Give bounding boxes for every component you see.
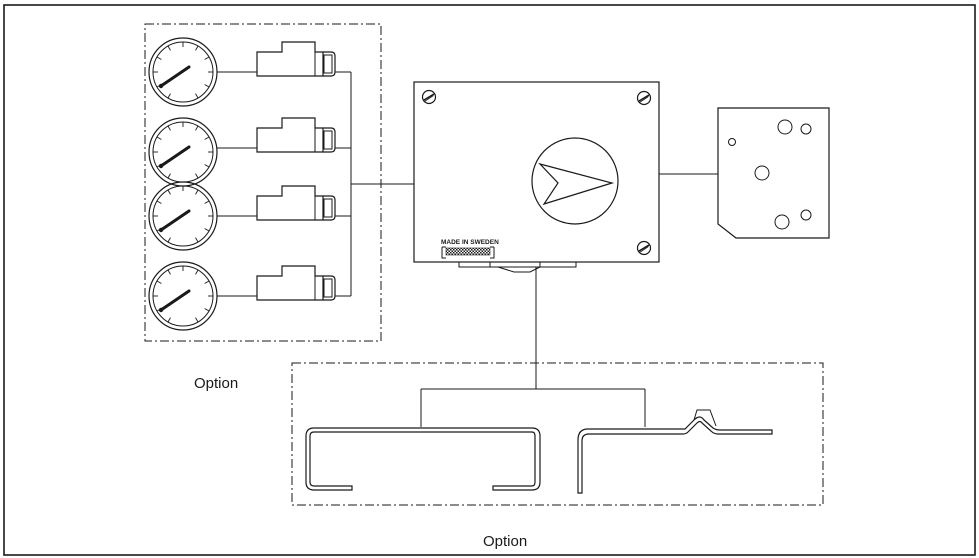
channel-bracket — [305, 427, 541, 491]
option-group-left-border — [144, 23, 382, 342]
angle-bracket — [577, 409, 773, 494]
control-box: MADE IN SWEDEN — [413, 81, 660, 273]
switch-3 — [256, 185, 336, 221]
switch-2 — [256, 117, 336, 153]
gauge-4 — [147, 260, 219, 332]
switch-1 — [256, 41, 336, 77]
gauge-1 — [147, 36, 219, 108]
option-label-left: Option — [194, 375, 238, 392]
outer-frame — [3, 4, 976, 556]
mounting-plate — [717, 107, 830, 239]
gauge-switch-links — [217, 71, 257, 297]
switch-bus-lines — [335, 71, 414, 297]
screw-top-right-icon — [636, 90, 652, 106]
switch-4 — [256, 265, 336, 301]
made-in-sweden-plate: MADE IN SWEDEN — [441, 239, 499, 259]
option-group-bottom-border — [291, 362, 824, 506]
made-in-sweden-text: MADE IN SWEDEN — [441, 239, 499, 246]
indicator-dial — [531, 137, 619, 225]
bottom-connector-bar — [458, 261, 577, 273]
screw-bottom-right-icon — [636, 240, 652, 256]
screw-top-left-icon — [421, 89, 437, 105]
gauge-2 — [147, 116, 219, 188]
gauge-3 — [147, 180, 219, 252]
bracket-link-tee — [420, 388, 646, 427]
option-label-bottom: Option — [483, 533, 527, 550]
